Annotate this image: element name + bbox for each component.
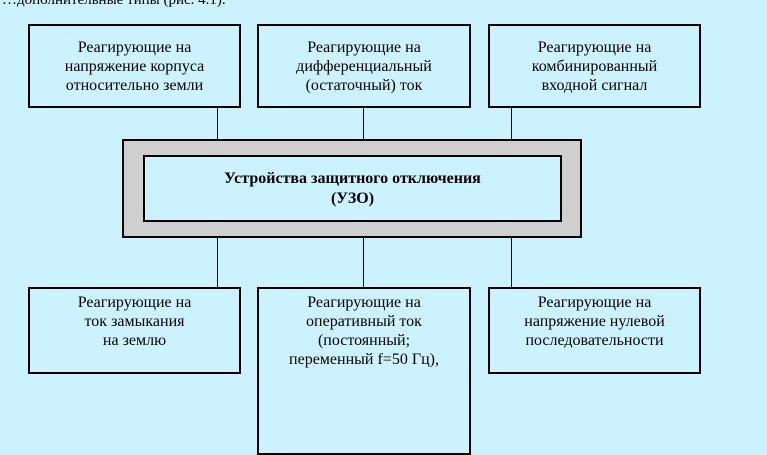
top-box-differential-current: Реагирующие на дифференциальный (остаточ…	[257, 24, 471, 108]
connector-bottom-right	[511, 238, 512, 287]
box-line: на землю	[102, 332, 167, 349]
connector-bottom-left	[217, 238, 218, 287]
box-line: оперативный ток	[306, 313, 422, 330]
box-line: дифференциальный	[296, 57, 432, 75]
bottom-box-operating-current: Реагирующие на оперативный ток (постоянн…	[257, 287, 471, 455]
connector-top-center	[363, 108, 364, 139]
box-line: переменный f=50 Гц),	[289, 351, 439, 368]
box-line: (остаточный) ток	[305, 76, 423, 94]
box-line: относительно земли	[65, 76, 204, 94]
box-line: Реагирующие на	[77, 294, 192, 311]
box-line: комбинированный	[531, 57, 658, 75]
box-line: Реагирующие на	[307, 294, 421, 311]
box-line: ток замыкания	[84, 313, 185, 330]
bottom-box-zero-sequence-voltage: Реагирующие на напряжение нулевой послед…	[488, 287, 701, 374]
box-line: входной сигнал	[541, 76, 648, 94]
box-line: напряжение корпуса	[64, 57, 205, 75]
center-abbreviation: (УЗО)	[330, 189, 375, 207]
box-line: последовательности	[525, 332, 664, 349]
box-line: Реагирующие на	[307, 38, 421, 56]
box-line: напряжение нулевой	[524, 313, 665, 330]
center-title-box: Устройства защитного отключения (УЗО)	[143, 155, 562, 222]
connector-top-left	[217, 108, 218, 139]
bottom-box-ground-fault-current: Реагирующие на ток замыкания на землю	[28, 287, 241, 374]
box-line: Реагирующие на	[537, 294, 652, 311]
connector-top-right	[511, 108, 512, 139]
page-text-fragment: …дополнительные типы (рис. 4.1).	[2, 0, 226, 8]
top-box-combined-signal: Реагирующие на комбинированный входной с…	[488, 24, 701, 108]
box-line: Реагирующие на	[77, 38, 192, 56]
box-line: (постоянный;	[317, 332, 411, 349]
connector-bottom-center	[363, 238, 364, 287]
box-line: Реагирующие на	[537, 38, 652, 56]
top-box-ground-voltage: Реагирующие на напряжение корпуса относи…	[28, 24, 241, 108]
center-title: Устройства защитного отключения	[224, 169, 481, 187]
